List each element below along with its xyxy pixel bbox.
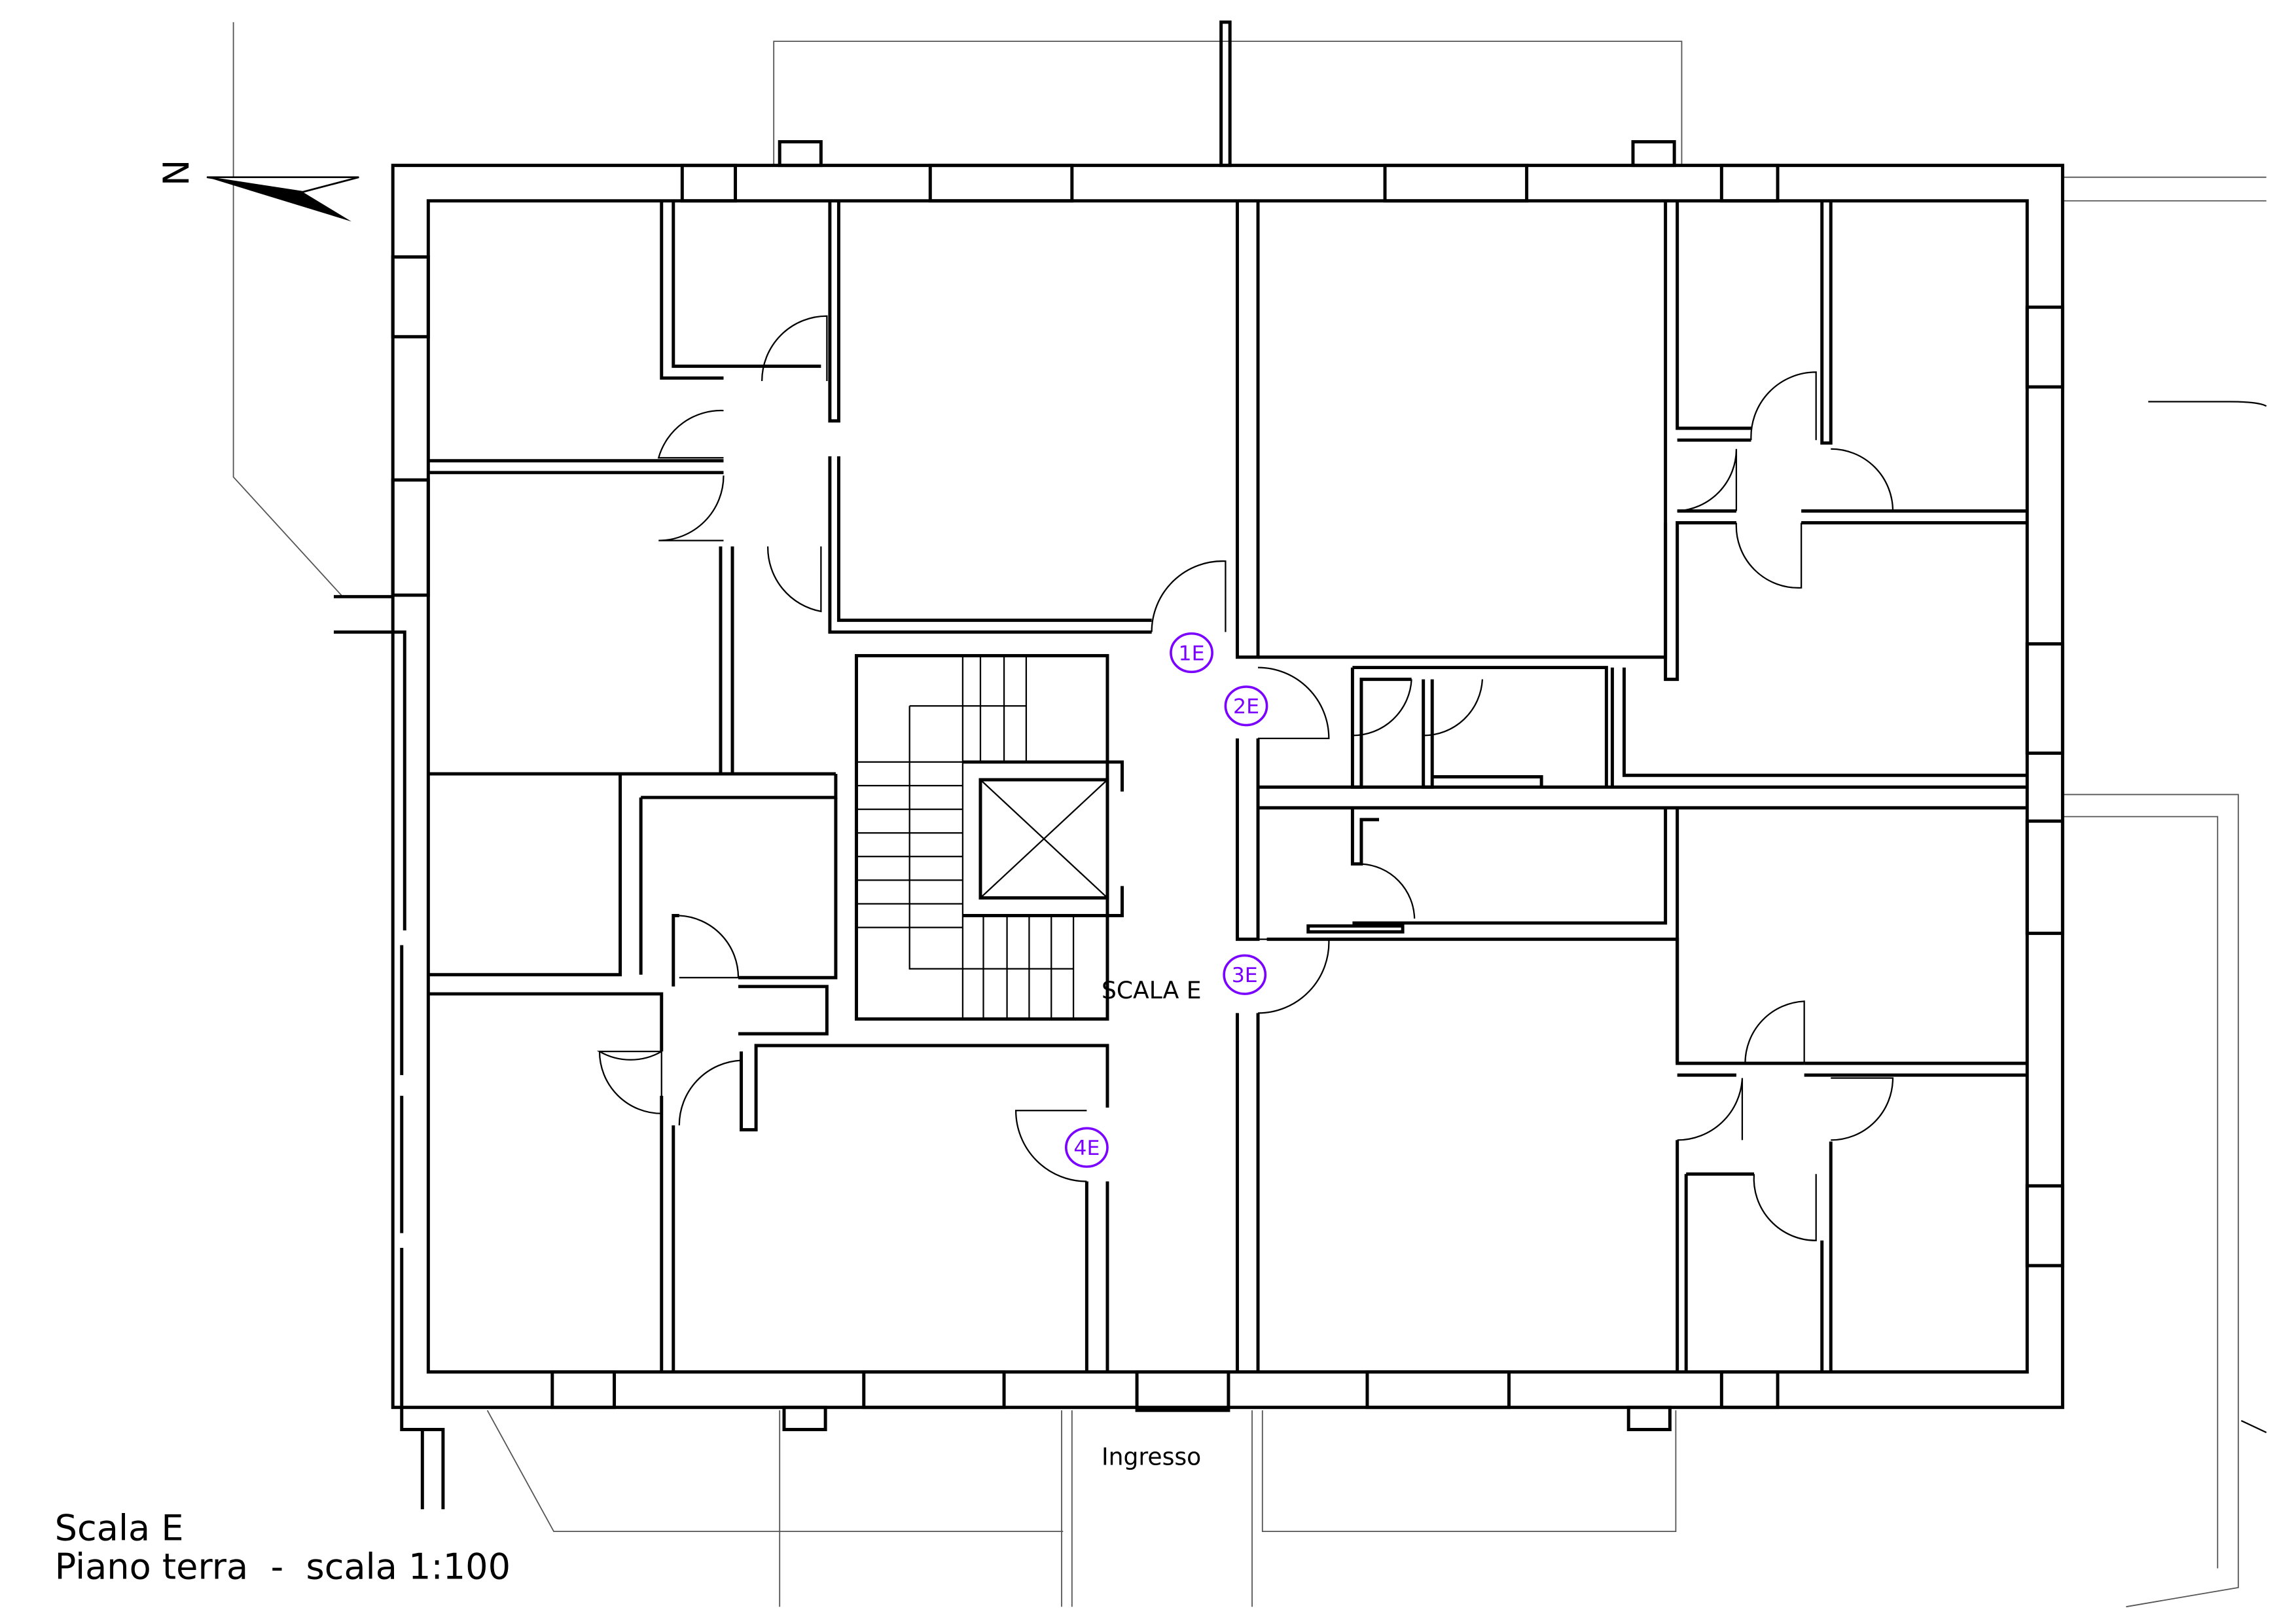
interior-walls	[428, 200, 2028, 1374]
unit-label: 4E	[1073, 1137, 1100, 1160]
north-label: N	[154, 160, 195, 187]
entrance-label: Ingresso	[1102, 1444, 1201, 1471]
stair-treads	[856, 655, 1075, 1019]
exterior-walls	[391, 140, 2064, 1431]
unit-marker-2e: 2E	[1224, 685, 1268, 727]
north-arrow: N	[154, 160, 359, 222]
unit-label: 3E	[1232, 964, 1258, 987]
doors	[596, 315, 1894, 1241]
unit-label: 1E	[1179, 642, 1205, 665]
unit-marker-3e: 3E	[1223, 954, 1267, 995]
drawing-subtitle: Piano terra - scala 1:100	[55, 1546, 511, 1587]
site-lines	[232, 20, 2267, 1608]
drawing-title: Scala E	[55, 1508, 184, 1549]
unit-label: 2E	[1233, 695, 1259, 718]
unit-marker-1e: 1E	[1170, 632, 1213, 674]
unit-marker-4e: 4E	[1065, 1127, 1109, 1168]
stair-label: SCALA E	[1102, 977, 1202, 1004]
